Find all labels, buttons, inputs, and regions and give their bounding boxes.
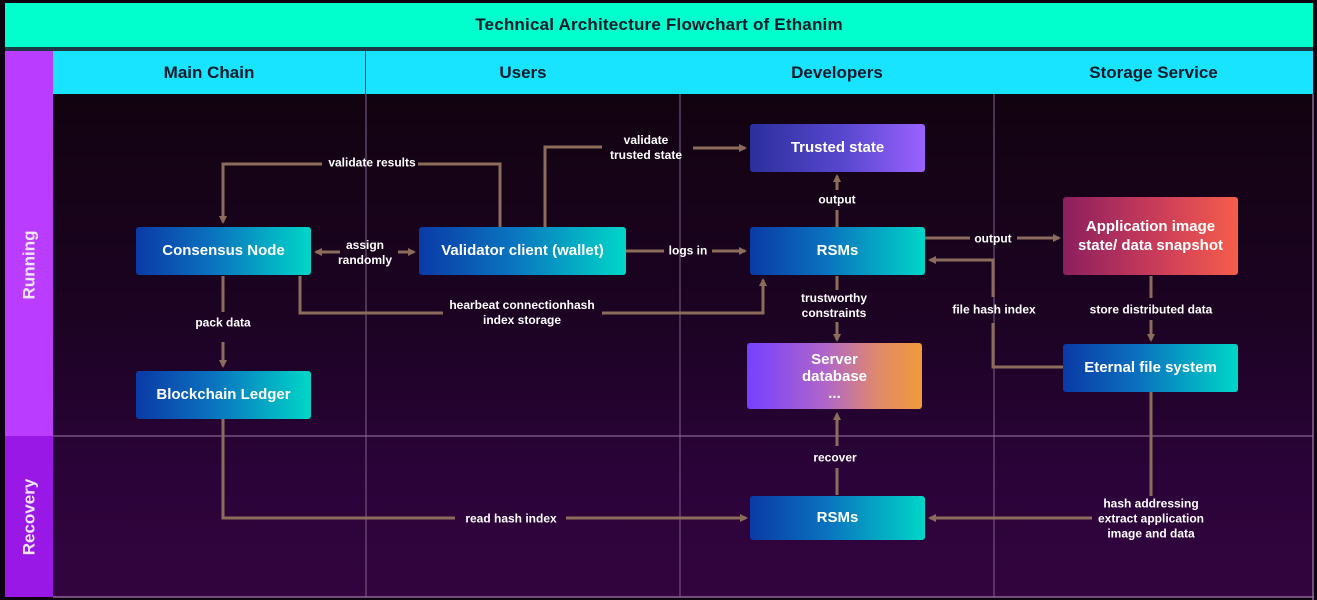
edge-file-hash-index-a xyxy=(991,323,1063,369)
label-store-distributed-data: store distributed data xyxy=(1089,302,1213,317)
label-pack-data: pack data xyxy=(195,315,251,330)
label-hash-addressing: hash addressing extract application imag… xyxy=(1097,496,1205,541)
row-header-running: Running xyxy=(5,94,53,436)
diagram-title: Technical Architecture Flowchart of Etha… xyxy=(5,3,1313,47)
grid-border-bottom xyxy=(53,596,1314,598)
edge-validate-results-2 xyxy=(219,162,322,224)
title-separator xyxy=(5,47,1313,51)
row-divider xyxy=(53,435,1313,437)
column-header-main-chain: Main Chain xyxy=(53,51,365,94)
corner-cell xyxy=(5,51,53,94)
label-validate-results: validate results xyxy=(328,155,416,170)
edge-heartbeat-a xyxy=(298,276,443,315)
edge-file-hash-index-b xyxy=(928,256,995,297)
label-read-hash-index: read hash index xyxy=(465,511,557,526)
label-logs-in: logs in xyxy=(668,243,708,258)
column-header-divider xyxy=(365,51,366,94)
label-recover: recover xyxy=(813,450,857,465)
node-rsms-running[interactable]: RSMs xyxy=(750,227,925,275)
node-consensus-node[interactable]: Consensus Node xyxy=(136,227,311,275)
node-rsms-recovery[interactable]: RSMs xyxy=(750,496,925,540)
column-header-developers: Developers xyxy=(680,51,994,94)
node-trusted-state[interactable]: Trusted state xyxy=(750,124,925,172)
label-validate-trusted-state: validate trusted state xyxy=(609,133,683,162)
label-heartbeat: hearbeat connectionhash index storage xyxy=(449,298,595,327)
column-header-storage-service: Storage Service xyxy=(994,51,1313,94)
label-output-right: output xyxy=(974,231,1012,246)
edge-validate-results xyxy=(418,162,502,228)
node-eternal-file-system[interactable]: Eternal file system xyxy=(1063,344,1238,392)
grid-border-right xyxy=(1312,94,1314,600)
node-validator-client[interactable]: Validator client (wallet) xyxy=(419,227,626,275)
row-header-recovery: Recovery xyxy=(5,436,53,597)
node-application-image[interactable]: Application image state/ data snapshot xyxy=(1063,197,1238,275)
lane-divider-users xyxy=(365,94,367,597)
edge-validate-trusted-state xyxy=(543,145,602,228)
label-file-hash-index: file hash index xyxy=(952,302,1036,317)
edge-heartbeat-b xyxy=(602,278,767,315)
label-assign-randomly: assign randomly xyxy=(337,238,393,267)
label-trustworthy-constraints: trustworthy constraints xyxy=(801,291,867,320)
node-blockchain-ledger[interactable]: Blockchain Ledger xyxy=(136,371,311,419)
label-output-up: output xyxy=(818,192,856,207)
edge-read-hash-index-a xyxy=(221,418,455,520)
lane-divider-developers xyxy=(679,94,681,597)
node-server-database[interactable]: Server database ... xyxy=(747,343,922,409)
column-header-users: Users xyxy=(366,51,680,94)
